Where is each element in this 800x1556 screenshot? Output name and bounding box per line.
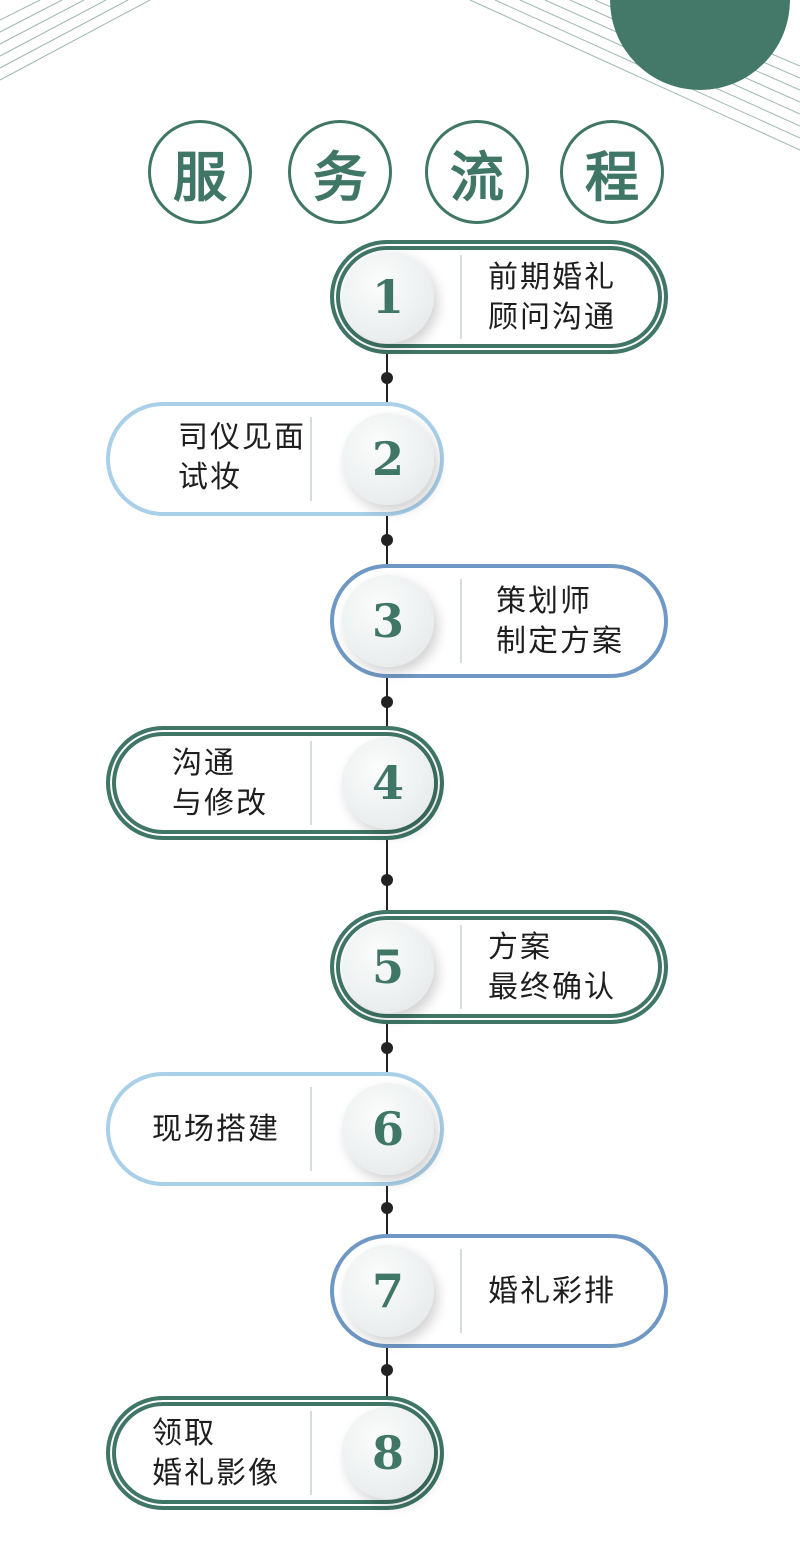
step-label-line: 最终确认 (488, 970, 616, 1005)
step-label: 婚礼彩排 (488, 1272, 616, 1312)
step-divider (310, 1411, 312, 1495)
step-divider (460, 255, 462, 339)
title-char-2: 务 (288, 120, 392, 224)
step-number: 3 (342, 575, 434, 667)
timeline-dot (381, 1364, 393, 1376)
step-number: 6 (342, 1083, 434, 1175)
step-label: 现场搭建 (152, 1110, 280, 1150)
step-label-line: 婚礼彩排 (488, 1274, 616, 1309)
step-label-line: 领取 (152, 1416, 216, 1451)
step-label-line: 婚礼影像 (152, 1456, 280, 1491)
timeline-dot (381, 372, 393, 384)
timeline-dot (381, 1042, 393, 1054)
title-char-4: 程 (560, 120, 664, 224)
step-label: 前期婚礼 顾问沟通 (488, 258, 616, 338)
step-label-line: 司仪见面 (178, 420, 306, 455)
timeline-dot (381, 696, 393, 708)
timeline-dot (381, 1202, 393, 1214)
step-label-line: 方案 (488, 930, 552, 965)
step-label-line: 现场搭建 (152, 1112, 280, 1147)
step-divider (310, 1087, 312, 1171)
step-divider (460, 1249, 462, 1333)
step-number: 2 (342, 413, 434, 505)
timeline-line (386, 340, 388, 1440)
title-char-3: 流 (425, 120, 529, 224)
step-number: 8 (342, 1407, 434, 1499)
step-number: 4 (342, 737, 434, 829)
step-divider (460, 579, 462, 663)
step-divider (460, 925, 462, 1009)
step-label: 司仪见面 试妆 (178, 418, 306, 498)
title-char-1: 服 (148, 120, 252, 224)
step-label-line: 顾问沟通 (488, 300, 616, 335)
step-label: 沟通 与修改 (172, 744, 268, 824)
step-label-line: 与修改 (172, 786, 268, 821)
step-label: 策划师 制定方案 (496, 582, 624, 662)
step-label-line: 沟通 (172, 746, 236, 781)
step-number: 1 (342, 251, 434, 343)
step-label-line: 前期婚礼 (488, 260, 616, 295)
corner-circle (610, 0, 790, 90)
step-number: 7 (342, 1245, 434, 1337)
step-label-line: 试妆 (178, 460, 242, 495)
step-label: 领取 婚礼影像 (152, 1414, 280, 1494)
step-divider (310, 417, 312, 501)
timeline-dot (381, 874, 393, 886)
step-label: 方案 最终确认 (488, 928, 616, 1008)
timeline-dot (381, 534, 393, 546)
step-divider (310, 741, 312, 825)
step-label-line: 制定方案 (496, 624, 624, 659)
step-number: 5 (342, 921, 434, 1013)
step-label-line: 策划师 (496, 584, 592, 619)
